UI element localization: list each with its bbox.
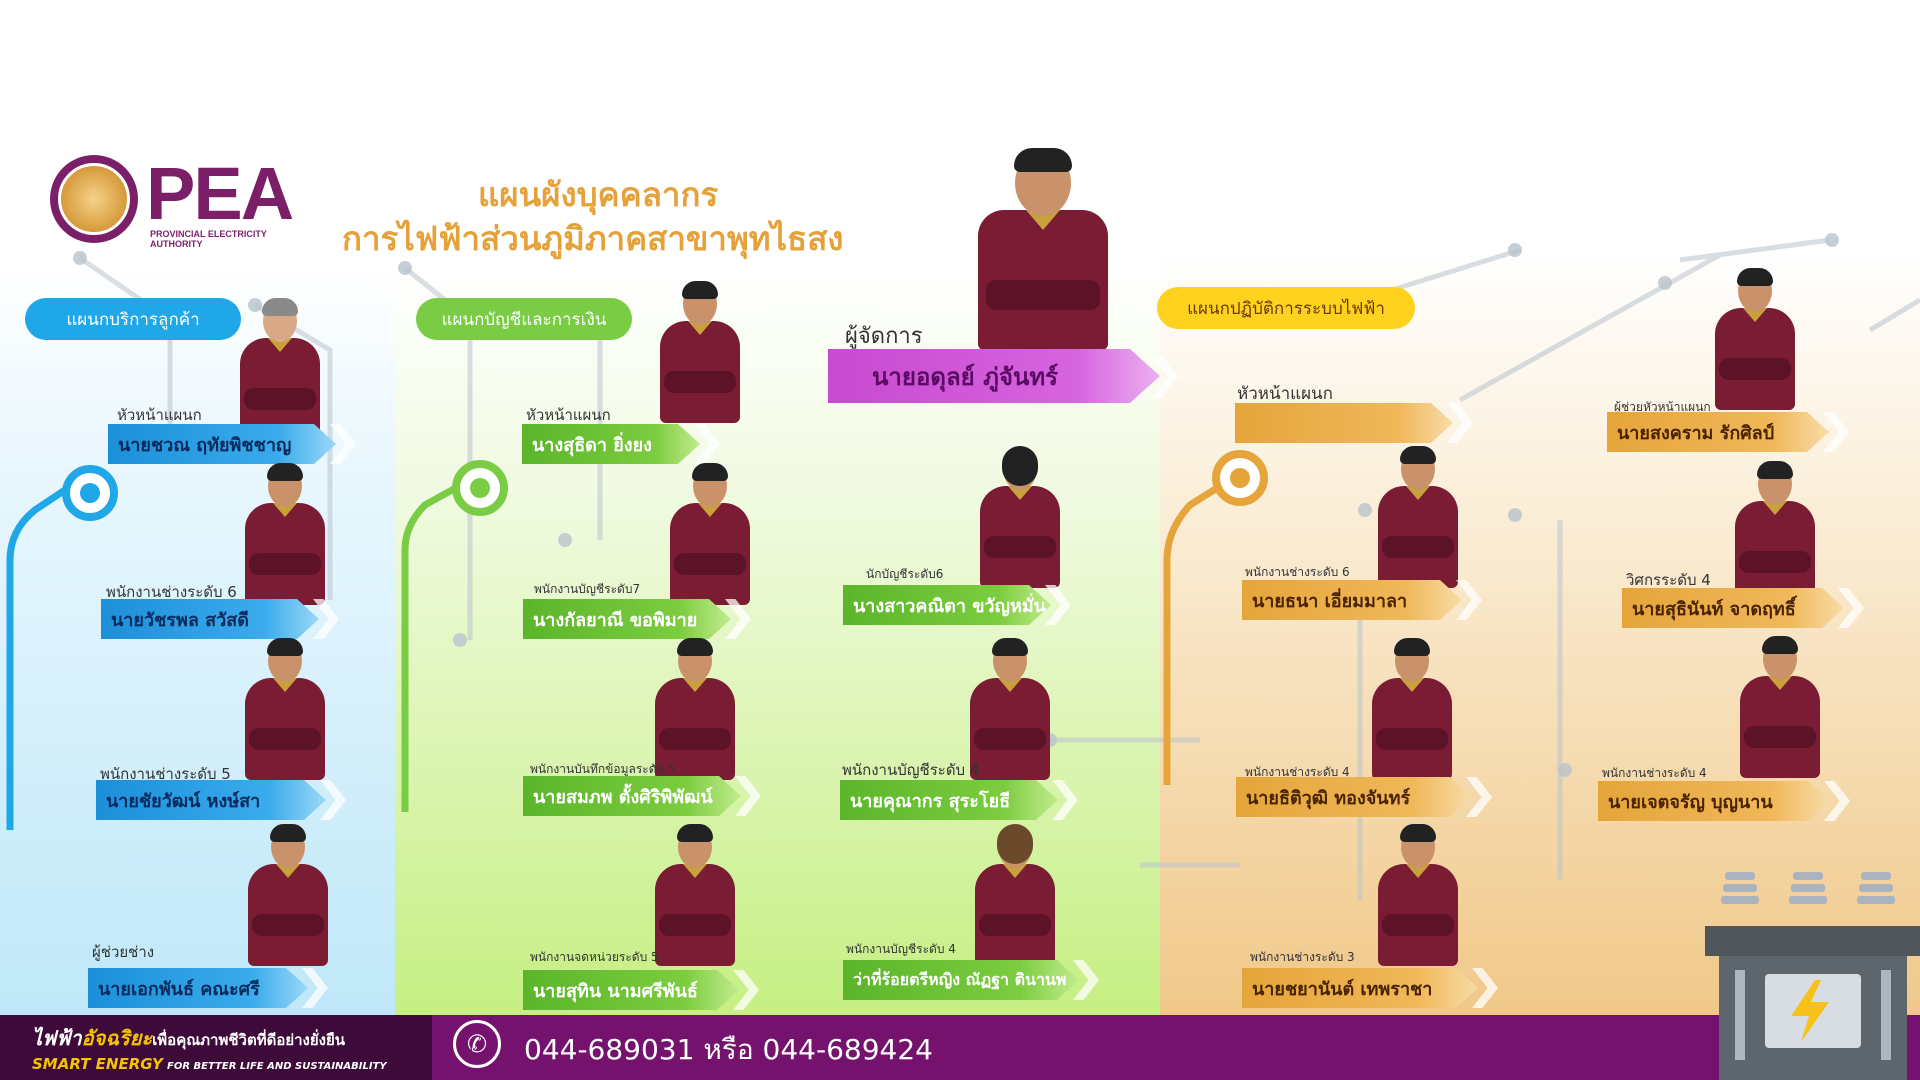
staff-name: นายสุทิน นามศรีพันธ์: [523, 970, 739, 1010]
staff-photo: [660, 281, 740, 423]
staff-role: หัวหน้าแผนก: [117, 406, 202, 424]
staff-role: พนักงานช่างระดับ 6: [1245, 565, 1350, 579]
staff-photo: [970, 638, 1050, 780]
staff-photo: [655, 638, 735, 780]
dept-label-accounting: แผนกบัญชีและการเงิน: [416, 298, 632, 340]
staff-photo: [248, 824, 328, 966]
dept-label-customer: แผนกบริการลูกค้า: [25, 298, 241, 340]
staff-photo: [670, 463, 750, 605]
staff-photo: [1715, 268, 1795, 410]
staff-name: นายคุณากร สุระโยธี: [840, 780, 1058, 820]
staff-role: หัวหน้าแผนก: [1237, 384, 1333, 404]
staff-photo: [240, 298, 320, 440]
staff-name: นายสุธินันท์ จาดฤทธิ์: [1622, 588, 1844, 628]
staff-role: พนักงานบัญชีระดับ7: [534, 582, 641, 596]
phone-icon: ✆: [453, 1020, 501, 1068]
staff-role: พนักงานช่างระดับ 6: [106, 583, 237, 601]
staff-photo: [980, 446, 1060, 588]
staff-name: นายธนา เอี่ยมมาลา: [1242, 580, 1462, 620]
staff-role: พนักงานช่างระดับ 4: [1245, 765, 1350, 779]
staff-name: นางสาวคณิตา ขวัญหมั่น: [843, 585, 1051, 625]
staff-role: พนักงานจดหน่วยระดับ 5: [530, 950, 659, 964]
staff-name: นายชยานันต์ เทพราชา: [1242, 968, 1478, 1008]
transformer-icon: [1705, 872, 1920, 1080]
staff-role: วิศกรระดับ 4: [1626, 571, 1711, 589]
dept-label-operations: แผนกปฏิบัติการระบบไฟฟ้า: [1157, 287, 1415, 329]
staff-photo: [1735, 461, 1815, 603]
footer-phone-numbers[interactable]: 044-689031 หรือ 044-689424: [524, 1033, 933, 1066]
staff-name-vacant: [1235, 403, 1453, 443]
staff-name: นายชัยวัฒน์ หงษ์สา: [96, 780, 326, 820]
staff-name: นายวัชรพล สวัสดี: [101, 599, 319, 639]
manager-role: ผู้จัดการ: [845, 324, 923, 349]
pea-logo: PEA PROVINCIAL ELECTRICITY AUTHORITY: [50, 152, 310, 249]
staff-role: พนักงานช่างระดับ 4: [1602, 766, 1707, 780]
page-title: แผนผังบุคคลากร: [478, 175, 719, 214]
staff-name: ว่าที่ร้อยตรีหญิง ณัฏฐา ตินานพ: [843, 960, 1079, 1000]
staff-role: นักบัญชีระดับ6: [866, 567, 944, 581]
staff-role: ผู้ช่วยหัวหน้าแผนก: [1614, 400, 1711, 414]
footer-slogan-th: ไฟฟ้าอัจฉริยะเพื่อคุณภาพชีวิตที่ดีอย่างย…: [32, 1026, 346, 1050]
pea-seal-icon: [50, 155, 138, 243]
manager-name: นายอดุลย์ ภู่จันทร์: [828, 349, 1160, 403]
staff-role: พนักงานช่างระดับ 5: [100, 765, 231, 783]
footer-slogan-en: SMART ENERGY FOR BETTER LIFE AND SUSTAIN…: [32, 1055, 387, 1073]
staff-name: นายเจตจรัญ บุญนาน: [1598, 781, 1830, 821]
page-subtitle: การไฟฟ้าส่วนภูมิภาคสาขาพุทไธสง: [342, 219, 844, 258]
staff-name: นางสุธิดา ยิ่งยง: [522, 424, 700, 464]
logo-subtitle: PROVINCIAL ELECTRICITY AUTHORITY: [150, 229, 267, 249]
staff-photo: [1740, 636, 1820, 778]
footer-slogan-panel: [0, 1015, 432, 1080]
staff-name: นายเอกพันธ์ คณะศรี: [88, 968, 308, 1008]
staff-photo: [1378, 824, 1458, 966]
logo-text: PEA: [146, 152, 294, 235]
staff-role: ผู้ช่วยช่าง: [92, 943, 155, 961]
staff-photo: [1372, 638, 1452, 780]
staff-role: หัวหน้าแผนก: [526, 406, 611, 424]
staff-photo: [245, 463, 325, 605]
staff-role: พนักงานบัญชีระดับ 4: [846, 942, 956, 956]
staff-name: นายธิติวุฒิ ทองจันทร์: [1236, 777, 1472, 817]
staff-photo: [1378, 446, 1458, 588]
staff-photo: [245, 638, 325, 780]
staff-name: นายสงคราม รักศิลป์: [1607, 412, 1829, 452]
manager-photo: [978, 148, 1108, 350]
staff-role: พนักงานบัญชีระดับ 4: [842, 761, 980, 779]
staff-name: นายสมภพ ตั้งศิริพิพัฒน์: [523, 776, 741, 816]
staff-role: พนักงานช่างระดับ 3: [1250, 950, 1355, 964]
staff-name: นางกัลยาณี ขอพิมาย: [523, 599, 731, 639]
staff-photo: [975, 824, 1055, 966]
staff-role: พนักงานบันทึกข้อมูลระดับ 5: [530, 762, 676, 776]
staff-photo: [655, 824, 735, 966]
staff-name: นายชวณ ฤทัยพิชชาญ: [108, 424, 336, 464]
